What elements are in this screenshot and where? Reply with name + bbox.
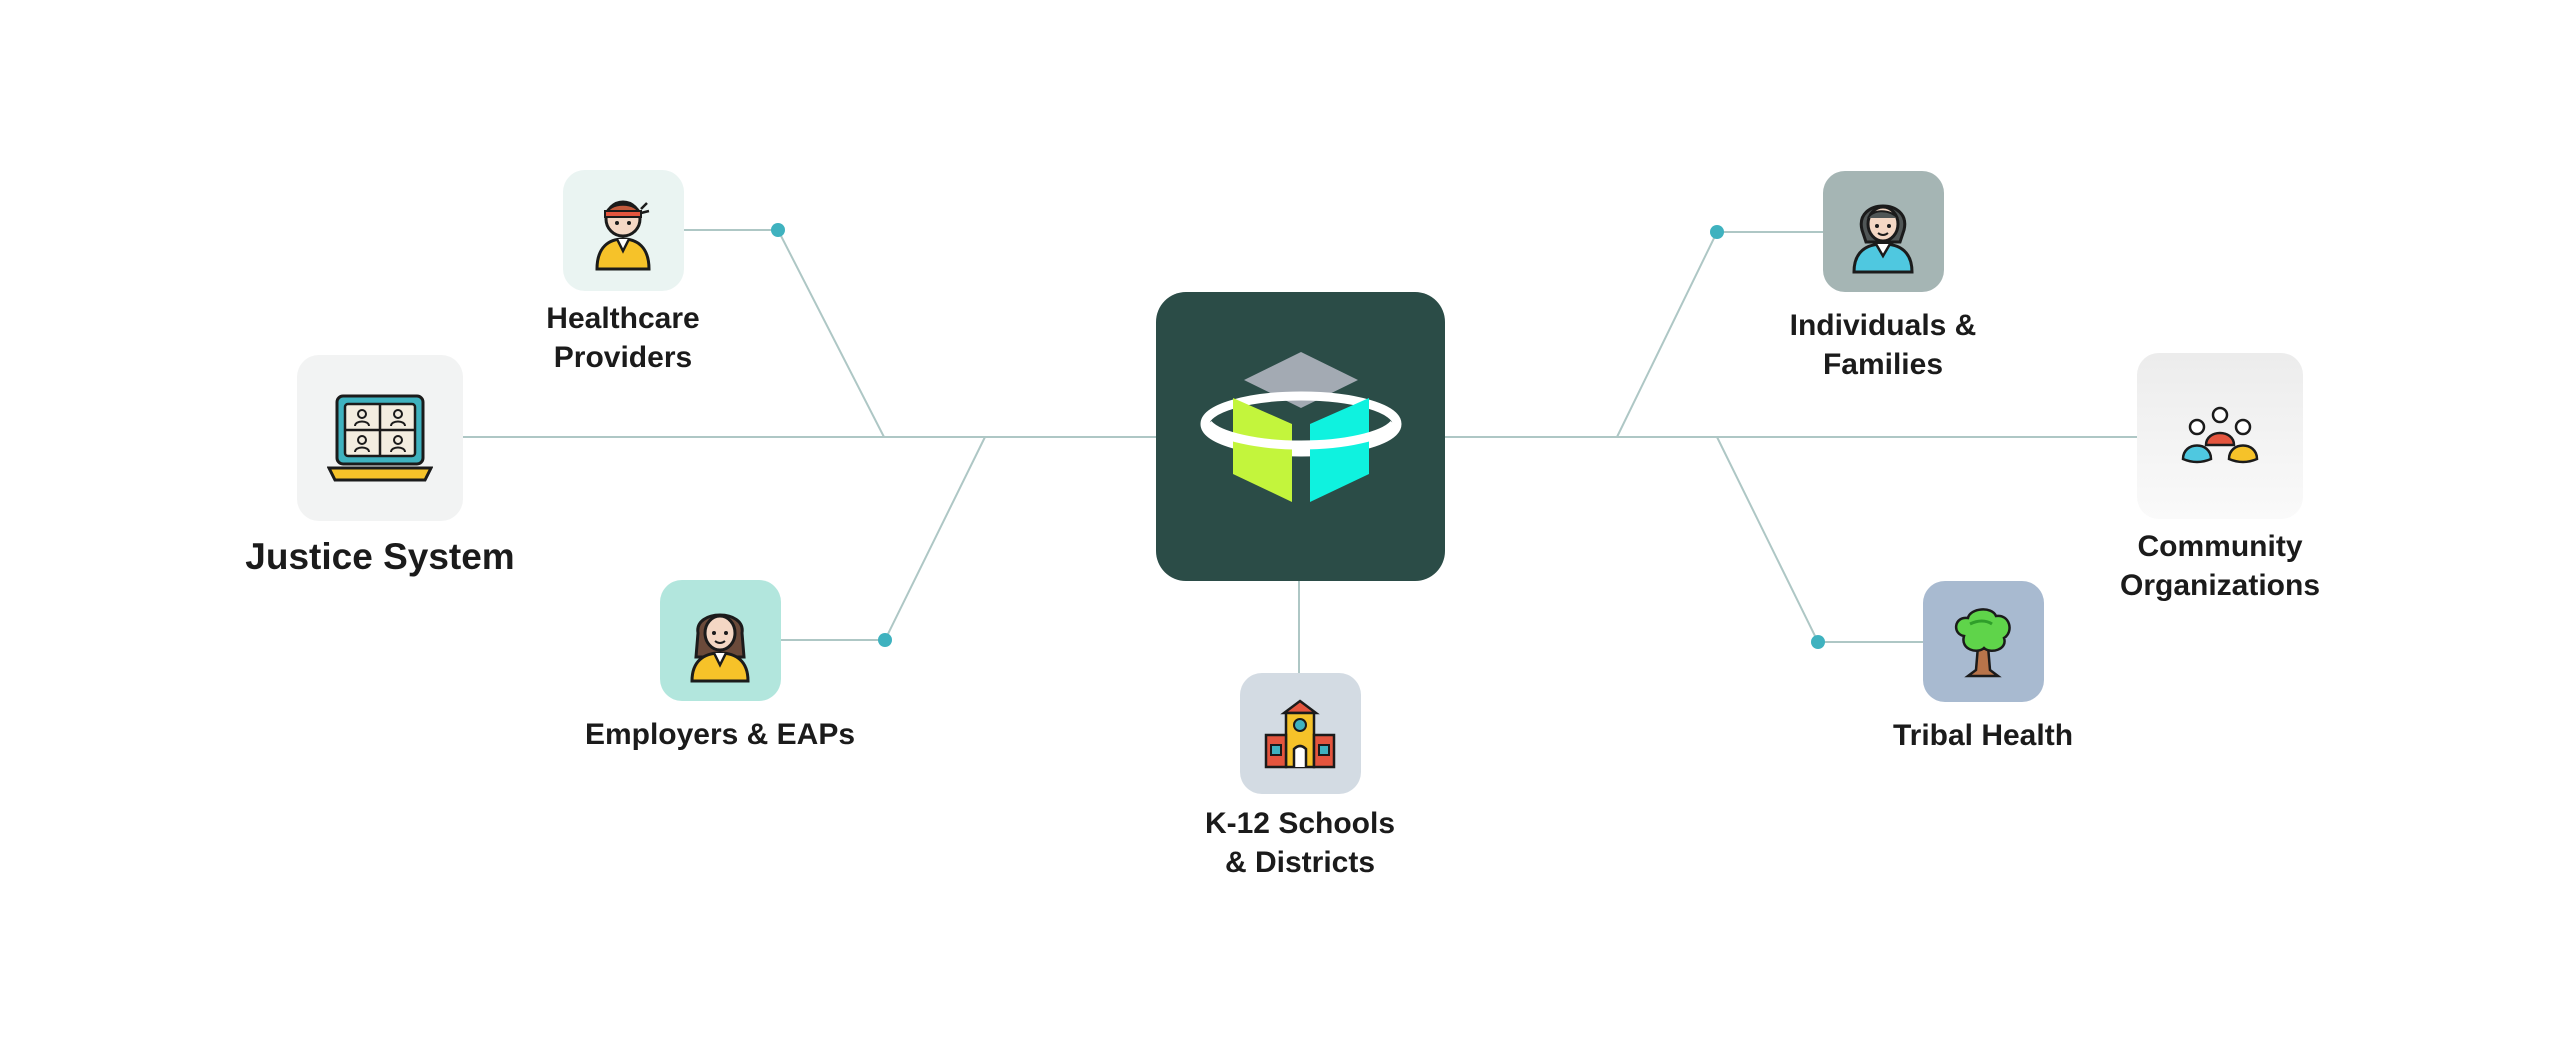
- node-individuals: Individuals & Families: [1733, 171, 2033, 384]
- laptop-video-call-icon: [327, 394, 433, 482]
- person-icon: [1852, 204, 1914, 273]
- tree-icon: [1955, 607, 2011, 677]
- healthcare-worker-icon: [595, 200, 651, 270]
- healthcare-icon-tile: [562, 170, 684, 291]
- employee-woman-icon: [690, 613, 750, 682]
- justice-icon-tile: [297, 355, 463, 521]
- label-healthcare: Healthcare Providers: [546, 302, 700, 374]
- label-justice: Justice System: [245, 536, 515, 577]
- node-healthcare: Healthcare Providers: [518, 170, 728, 377]
- label-tribal: Tribal Health: [1892, 719, 2074, 752]
- label-individuals: Individuals & Families: [1789, 309, 1977, 381]
- node-schools: K-12 Schools & Districts: [1150, 673, 1450, 882]
- community-group-icon: [2181, 406, 2259, 464]
- node-tribal: Tribal Health: [1833, 581, 2133, 755]
- individuals-icon-tile: [1822, 171, 1944, 292]
- community-icon-tile: [2137, 353, 2303, 519]
- connector-dot-tribal: [1811, 635, 1825, 649]
- node-employers: Employers & EAPs: [570, 580, 870, 754]
- cube-logo-icon: [1200, 351, 1401, 502]
- center-logo-tile: [1156, 292, 1445, 581]
- connector-dot-employers: [878, 633, 892, 647]
- schools-icon-tile: [1239, 673, 1361, 794]
- node-justice: Justice System: [225, 355, 535, 579]
- school-building-icon: [1264, 698, 1336, 768]
- label-community: Community Organizations: [2119, 530, 2321, 602]
- connector-dot-healthcare: [771, 223, 785, 237]
- employers-icon-tile: [659, 580, 781, 701]
- label-employers: Employers & EAPs: [584, 718, 856, 751]
- label-schools: K-12 Schools & Districts: [1204, 807, 1396, 879]
- node-community: Community Organizations: [2070, 353, 2370, 605]
- connector-dot-individuals: [1710, 225, 1724, 239]
- tribal-icon-tile: [1922, 581, 2044, 702]
